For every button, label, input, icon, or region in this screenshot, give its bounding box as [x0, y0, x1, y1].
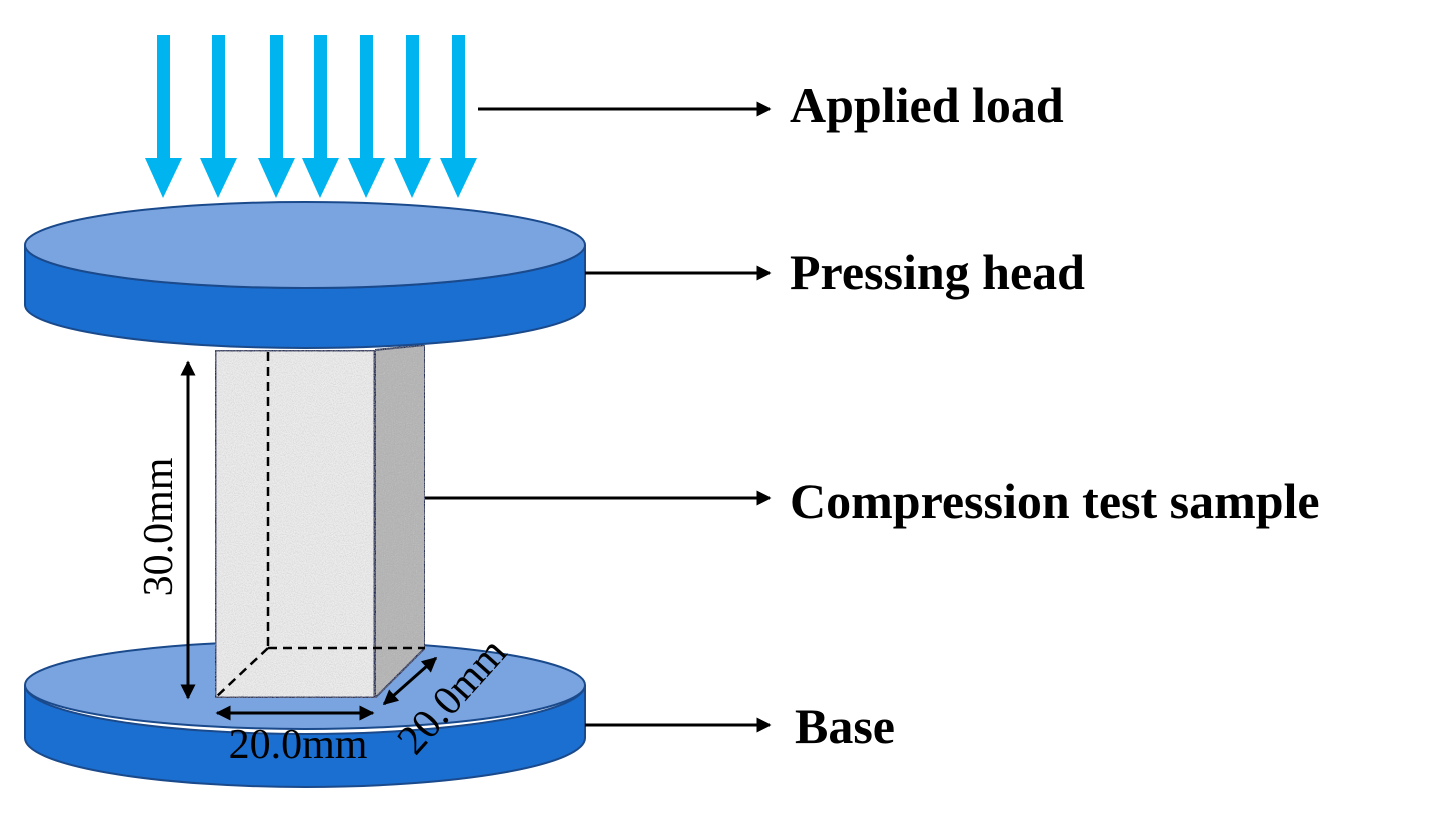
width-dimension-label: 20.0mm	[229, 722, 368, 768]
load-arrow	[200, 35, 237, 198]
load-arrow	[348, 35, 385, 198]
applied-load-arrows	[145, 35, 477, 198]
base-label: Base	[795, 698, 895, 754]
load-arrow	[145, 35, 182, 198]
pressing-head-disc	[24, 201, 586, 349]
compression-sample-label: Compression test sample	[790, 473, 1320, 529]
pressing-head-label: Pressing head	[790, 244, 1085, 300]
load-arrow	[394, 35, 431, 198]
callout-leaders	[425, 101, 772, 733]
width-dimension: 20.0mm	[215, 705, 375, 768]
load-arrow	[258, 35, 295, 198]
applied-load-label: Applied load	[790, 77, 1064, 133]
load-arrow	[302, 35, 339, 198]
compression-test-sample	[213, 343, 426, 701]
height-dimension-label: 30.0mm	[136, 457, 182, 596]
height-dimension: 30.0mm	[136, 360, 196, 700]
load-arrow	[440, 35, 477, 198]
